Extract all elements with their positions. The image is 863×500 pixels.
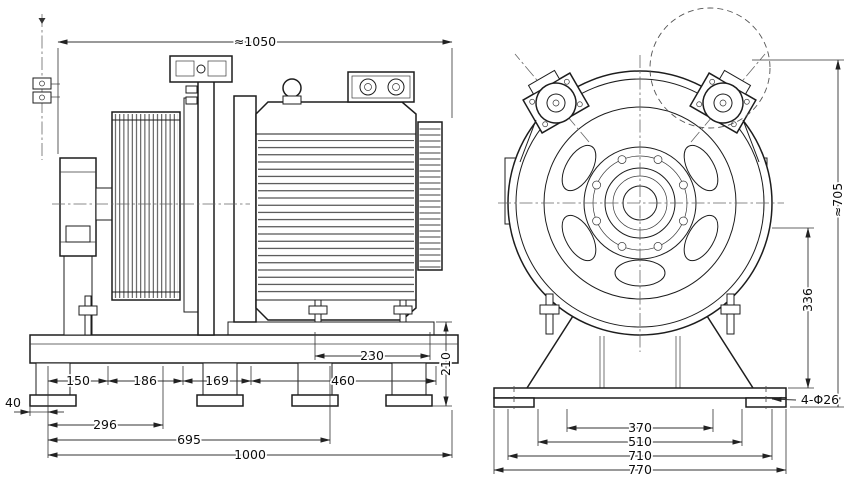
dim-210: 210 <box>438 352 453 376</box>
centerlines <box>498 53 784 352</box>
hole-leader <box>771 396 797 402</box>
traction-sheave <box>111 111 181 301</box>
side-dimension-lines <box>47 39 453 458</box>
side-view: ≈1050 230 210 150 186 169 460 40 296 695… <box>3 14 459 464</box>
machine-bedplate <box>29 321 459 407</box>
dim-foot-holes: 4-Φ26 <box>801 392 839 407</box>
brake-disc-and-bracket <box>169 55 233 336</box>
dim-510: 510 <box>628 434 652 449</box>
dim-186: 186 <box>133 373 157 388</box>
terminal-box <box>347 71 415 103</box>
brake-rod-left <box>519 119 537 163</box>
motor <box>233 71 443 323</box>
cooling-fins <box>258 140 414 296</box>
front-dimension-lines <box>493 59 841 473</box>
front-anchor-bolts <box>539 293 741 335</box>
pedestal-base <box>493 315 787 409</box>
dim-150: 150 <box>66 373 90 388</box>
dim-370: 370 <box>628 420 652 435</box>
lever-mark <box>38 18 46 24</box>
bearing-pedestal <box>59 157 113 336</box>
dim-336: 336 <box>800 288 815 312</box>
brake-right <box>689 69 757 134</box>
anchor-bolts <box>78 295 413 336</box>
dim-overall-height: ≈705 <box>830 183 845 217</box>
dim-460: 460 <box>331 373 355 388</box>
dim-40: 40 <box>5 395 21 410</box>
front-view: ≈705 336 370 510 710 770 4-Φ26 <box>493 7 847 479</box>
brake-left <box>522 69 590 134</box>
dim-710: 710 <box>628 448 652 463</box>
rope-sheave-phantom <box>649 7 771 129</box>
brake-rod-right <box>742 119 760 163</box>
lifting-eye <box>282 78 302 98</box>
dim-230: 230 <box>360 348 384 363</box>
dim-overall-length: ≈1050 <box>234 34 276 49</box>
release-lever-assembly <box>32 14 60 160</box>
dim-1000: 1000 <box>234 447 266 462</box>
dim-169: 169 <box>205 373 229 388</box>
dim-770: 770 <box>628 462 652 477</box>
dim-695: 695 <box>177 432 201 447</box>
dim-296: 296 <box>93 417 117 432</box>
